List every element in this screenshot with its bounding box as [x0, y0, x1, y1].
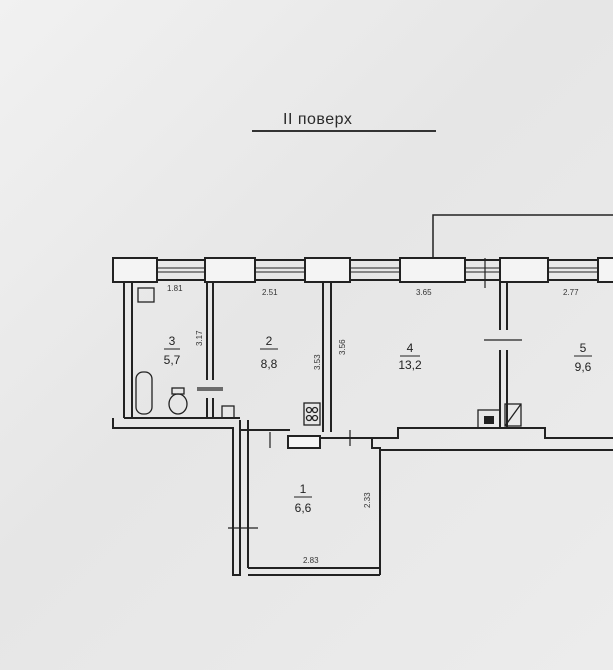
pillar: [304, 257, 351, 283]
svg-text:2: 2: [266, 334, 273, 348]
dim-v-1: 3.17: [195, 330, 204, 346]
svg-text:13,2: 13,2: [398, 358, 422, 372]
room-2: 2 8,8: [260, 334, 278, 371]
dim-top-2: 2.51: [262, 288, 278, 297]
dim-v-3: 3.56: [338, 339, 347, 355]
svg-text:3: 3: [169, 334, 176, 348]
pillar: [287, 435, 321, 449]
room-3: 3 5,7: [164, 334, 181, 367]
pillar: [399, 257, 466, 283]
dim-top-4: 2.77: [563, 288, 579, 297]
title-underline: [252, 130, 436, 132]
chimney-icon: [504, 403, 522, 427]
svg-text:5,7: 5,7: [164, 353, 181, 367]
dim-v-2: 3.53: [313, 354, 322, 370]
pillar: [499, 257, 549, 283]
dim-top-3: 3.65: [416, 288, 432, 297]
dim-bottom-1: 2.83: [303, 556, 319, 565]
annex-outline: [432, 214, 613, 258]
svg-text:6,6: 6,6: [295, 501, 312, 515]
svg-text:1: 1: [300, 482, 307, 496]
stove-icon: [303, 402, 321, 426]
dim-top-1: 1.81: [167, 284, 183, 293]
pillar: [597, 257, 613, 283]
floor-title: ІІ поверх: [283, 111, 353, 128]
dim-v-4: 2.33: [363, 492, 372, 508]
room-1: 1 6,6: [294, 482, 312, 515]
heater-icon: [477, 409, 501, 429]
room-5: 5 9,6: [574, 341, 592, 374]
room-4: 4 13,2: [398, 341, 422, 372]
svg-text:8,8: 8,8: [261, 357, 278, 371]
pillar: [112, 257, 158, 283]
sink-icon: [137, 287, 155, 303]
pillar: [204, 257, 256, 283]
svg-text:4: 4: [407, 341, 414, 355]
small-fixture-icon: [221, 405, 235, 419]
toilet-icon: [168, 393, 188, 415]
svg-text:5: 5: [580, 341, 587, 355]
bathtub-icon: [135, 371, 153, 415]
svg-text:9,6: 9,6: [575, 360, 592, 374]
